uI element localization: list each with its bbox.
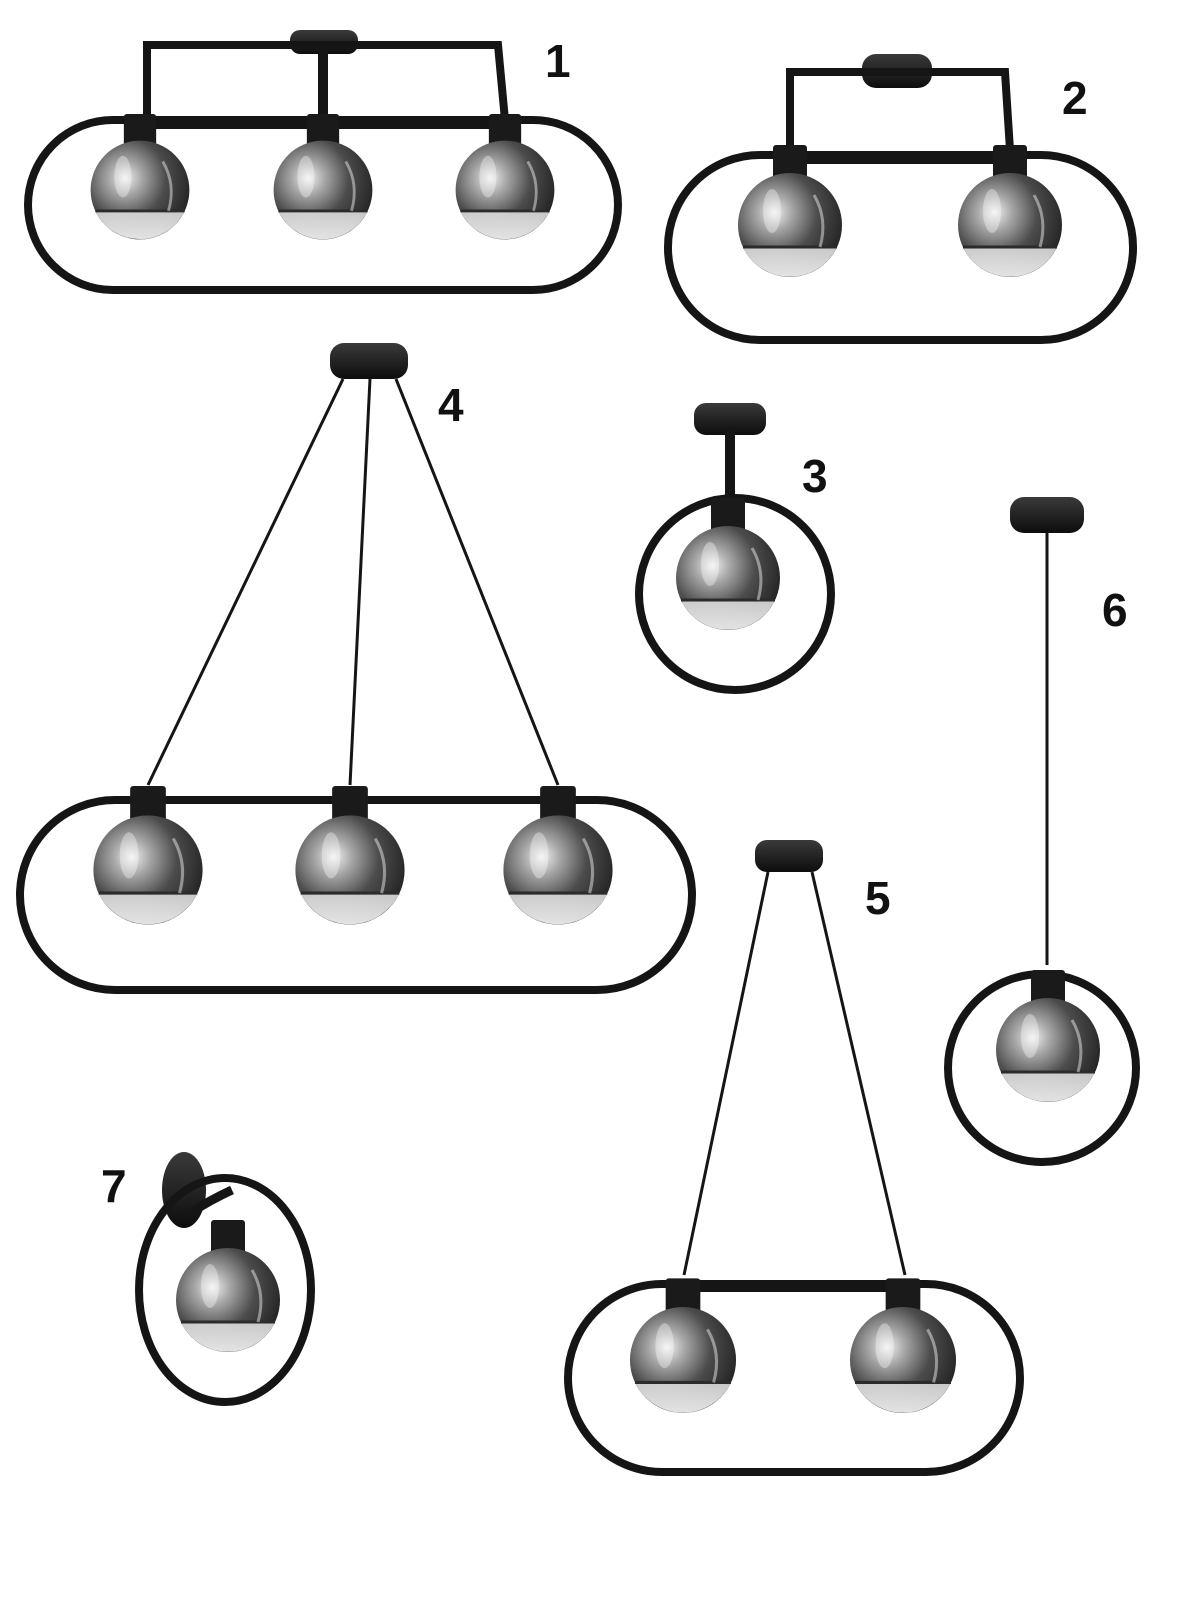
lamp-4-three-light-pendant — [16, 343, 696, 994]
lamp-5-label: 5 — [865, 872, 891, 924]
lamp-5-two-light-pendant — [564, 840, 1024, 1476]
lamp-7-wall-sconce-ring — [135, 1152, 315, 1406]
lamp-4-label: 4 — [438, 379, 464, 431]
lamp-1-three-light-ceiling-fixture — [24, 30, 622, 294]
lamp-2-label: 2 — [1062, 72, 1088, 124]
lamp-6-single-pendant-ring — [944, 497, 1140, 1166]
lamp-2-two-light-ceiling-fixture — [664, 54, 1137, 344]
lamp-3-label: 3 — [802, 450, 828, 502]
lamp-3-single-ceiling-ring-fixture — [635, 403, 835, 694]
lamp-1-label: 1 — [545, 35, 571, 87]
lamp-7-label: 7 — [101, 1160, 127, 1212]
lamp-6-label: 6 — [1102, 584, 1128, 636]
